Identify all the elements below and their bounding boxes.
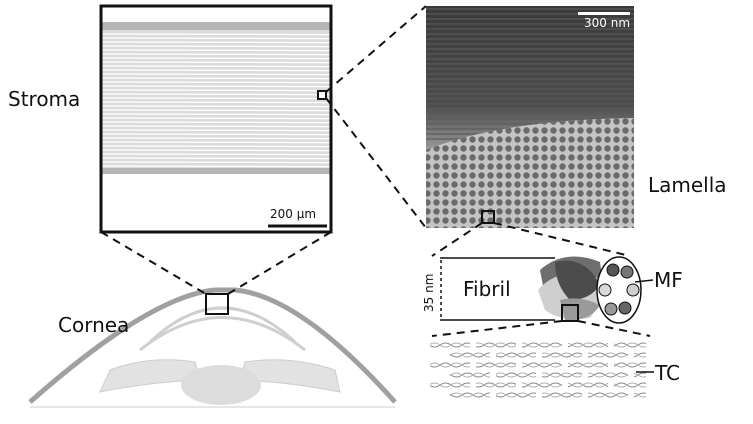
zoom-line-tc-left: [431, 320, 563, 337]
endothelium-band: [101, 168, 331, 174]
zoom-line-tc-right: [577, 320, 651, 337]
mf-label: MF: [654, 268, 683, 292]
fibril-diameter-label: 35 nm: [422, 274, 436, 312]
cornea-outer-curve: [148, 306, 297, 344]
zoom-line-micro-top: [325, 5, 427, 93]
zoom-line-micro-bottom: [325, 97, 427, 229]
sclera-outer-outline: [28, 287, 397, 404]
cornea-inner-curve: [139, 316, 306, 352]
cornea-zoom-marker: [205, 293, 229, 315]
tc-label: TC: [654, 361, 680, 385]
cornea-label: Cornea: [58, 313, 129, 337]
tem-micrograph: [426, 6, 634, 228]
micrograph-scale-bar: [578, 12, 630, 15]
fibril-schematic: 35 nm Fibril: [422, 256, 654, 324]
tropocollagen-molecules: [430, 342, 646, 400]
zoom-line-fibril-left: [431, 222, 483, 257]
lamella-label: Lamella: [648, 173, 727, 197]
eye-illustration: [28, 287, 397, 408]
stroma-label: Stroma: [8, 87, 80, 111]
zoom-line-left: [100, 231, 207, 295]
micrograph-scale-label: 300 nm: [584, 16, 630, 30]
zoom-line-right: [227, 231, 332, 295]
fibril-label: Fibril: [463, 277, 511, 301]
mf-pointer: [634, 279, 654, 283]
lens-shape: [181, 365, 261, 405]
fibril-zoom-marker: [481, 210, 495, 224]
stroma-frame: [99, 4, 333, 234]
zoom-line-fibril-right: [493, 222, 631, 257]
stroma-scale-label: 200 µm: [270, 207, 316, 221]
fibril-twisted-bundle: [538, 256, 605, 321]
stroma-panel: 200 µm: [99, 4, 333, 234]
lamellae-lines: [101, 33, 331, 168]
lamella-zoom-marker: [317, 90, 327, 100]
epithelium-band: [101, 22, 331, 30]
tc-zoom-marker: [561, 304, 579, 322]
